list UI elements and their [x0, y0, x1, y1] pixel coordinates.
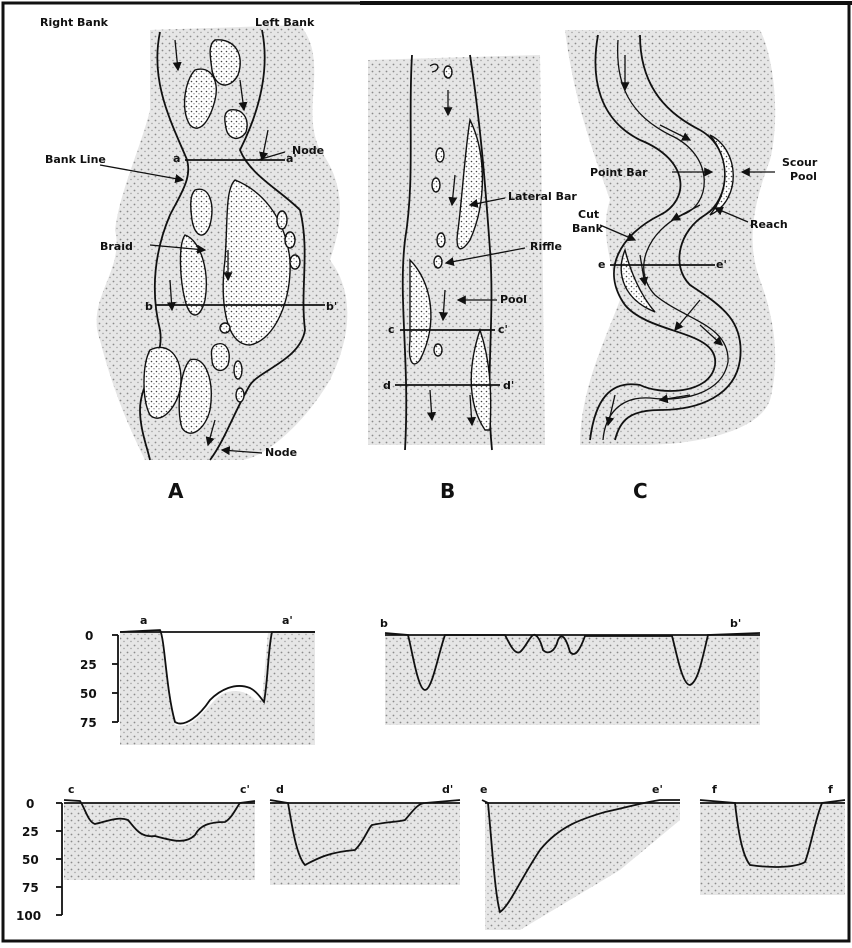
section-e-prime-label: e' [716, 258, 727, 271]
cut-bank-label-line2: Bank [572, 222, 604, 235]
floodplain-b [368, 55, 545, 445]
island-6 [236, 388, 244, 402]
section-d-label: d [276, 783, 284, 796]
riffle-stone-3 [437, 233, 445, 247]
cut-bank-label-line1: Cut [578, 208, 599, 221]
island-4 [234, 361, 242, 379]
cross-section-d: d d' [270, 783, 460, 885]
island-1 [277, 211, 287, 229]
section-b-prime-label: b' [326, 300, 337, 313]
island-3 [290, 255, 300, 269]
point-bar-label: Point Bar [590, 166, 648, 179]
section-e-label: e [480, 783, 487, 796]
braid-bar-5 [191, 189, 212, 235]
section-d-prime-label: d' [442, 783, 453, 796]
cross-section-a: a a' [120, 614, 315, 745]
riffle-stone-4 [434, 256, 442, 268]
section-c-prime-label: c' [240, 783, 250, 796]
panel-c-meandering-channel: Point Bar Scour Pool Reach Cut Bank e e'… [565, 30, 818, 503]
reach-label: Reach [750, 218, 788, 231]
panel-b-caption: B [440, 479, 455, 503]
floodplain-a [97, 25, 348, 460]
bed-fill-a [120, 632, 315, 745]
cross-section-f: f f [700, 783, 845, 895]
node-bottom-label: Node [265, 446, 297, 459]
section-c-label: c [388, 323, 395, 336]
axis-tick-label: 100 [16, 909, 41, 923]
section-d-prime-label: d' [503, 379, 514, 392]
axis-tick-label: 25 [22, 825, 39, 839]
axis-tick-label: 50 [80, 687, 97, 701]
bed-fill-c [64, 803, 255, 880]
scour-pool-label-line2: Pool [790, 170, 817, 183]
cross-section-b: b b' [380, 617, 760, 725]
axis-tick-label: 0 [85, 629, 93, 643]
depth-axis-top: 0 25 50 75 [80, 629, 118, 730]
cross-section-e: e e' [480, 783, 680, 930]
braid-label: Braid [100, 240, 133, 253]
section-c-prime-label: c' [498, 323, 508, 336]
section-b-label: b [145, 300, 153, 313]
axis-tick-label: 25 [80, 658, 97, 672]
section-b-prime-label: b' [730, 617, 741, 630]
bed-fill-f [700, 803, 845, 895]
section-f-prime-label: f [828, 783, 833, 796]
panel-b-straight-channel: Lateral Bar Riffle Pool c c' d d' B [368, 55, 577, 503]
section-c-label: c [68, 783, 75, 796]
riffle-stone-6 [444, 66, 452, 78]
floodplain-c [565, 30, 775, 445]
pool-label: Pool [500, 293, 527, 306]
depth-axis-bottom: 0 25 50 75 100 [16, 797, 62, 923]
riffle-stone-5 [434, 344, 442, 356]
scour-pool-label-line1: Scour [782, 156, 818, 169]
riffle-stone-2 [432, 178, 440, 192]
axis-tick-label: 75 [80, 716, 97, 730]
section-a-prime-label: a' [286, 152, 297, 165]
lateral-bar-label: Lateral Bar [508, 190, 577, 203]
section-e-prime-label: e' [652, 783, 663, 796]
bank-line-label: Bank Line [45, 153, 106, 166]
riffle-stone-1 [436, 148, 444, 162]
bed-fill-d [270, 803, 460, 885]
riffle-label: Riffle [530, 240, 562, 253]
axis-tick-label: 0 [26, 797, 34, 811]
bed-fill-e [485, 803, 680, 930]
braid-bar-3 [225, 110, 247, 139]
section-e-label: e [598, 258, 605, 271]
section-b-label: b [380, 617, 388, 630]
braid-bar-9 [211, 344, 229, 371]
right-bank-label: Right Bank [40, 16, 109, 29]
section-a-label: a [173, 152, 180, 165]
island-2 [285, 232, 295, 248]
cross-section-c: c c' [64, 783, 255, 880]
section-f-label: f [712, 783, 717, 796]
section-d-label: d [383, 379, 391, 392]
axis-tick-label: 75 [22, 881, 39, 895]
section-a-prime-label: a' [282, 614, 293, 627]
island-5 [220, 323, 230, 333]
node-top-label: Node [292, 144, 324, 157]
panel-a-caption: A [168, 479, 184, 503]
left-bank-label: Left Bank [255, 16, 315, 29]
section-a-label: a [140, 614, 147, 627]
panel-c-caption: C [633, 479, 648, 503]
panel-a-braided-channel: Right Bank Left Bank Bank Line Node Brai… [40, 16, 347, 503]
axis-tick-label: 50 [22, 853, 39, 867]
